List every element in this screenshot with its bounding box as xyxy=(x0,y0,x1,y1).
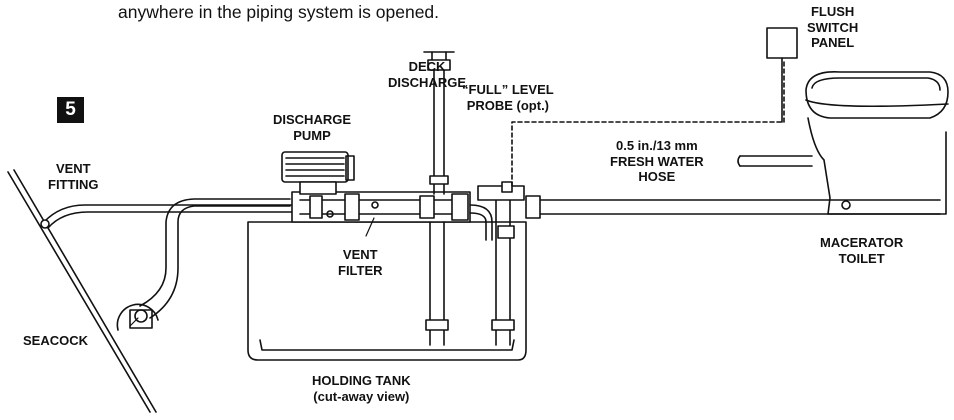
full-level-probe xyxy=(469,59,785,241)
label-deck-discharge: DECK DISCHARGE xyxy=(388,59,467,90)
label-full-level-probe: “FULL” LEVEL PROBE (opt.) xyxy=(462,82,554,113)
discharge-pump xyxy=(281,151,355,195)
seacock-assembly xyxy=(116,198,291,331)
label-vent-fitting: VENT FITTING xyxy=(48,161,99,192)
deck-discharge-pipe xyxy=(423,51,455,195)
vent-hose xyxy=(40,204,296,229)
intro-text: anywhere in the piping system is opened. xyxy=(118,2,440,22)
tank-dip-tubes xyxy=(425,199,515,346)
hull-line xyxy=(7,169,157,413)
macerator-toilet xyxy=(805,71,949,215)
step-number-badge: 5 xyxy=(57,97,84,123)
label-fresh-water-hose: 0.5 in./13 mm FRESH WATER HOSE xyxy=(610,138,704,184)
label-seacock: SEACOCK xyxy=(23,333,89,348)
label-discharge-pump: DISCHARGE PUMP xyxy=(273,112,352,143)
fresh-water-hose xyxy=(737,155,813,167)
flush-switch-panel xyxy=(766,27,798,123)
leader-lines xyxy=(129,217,375,327)
manifold-pipe xyxy=(291,191,471,223)
label-vent-filter: VENT FILTER xyxy=(338,247,383,278)
label-holding-tank: HOLDING TANK (cut-away view) xyxy=(312,373,411,404)
label-macerator-toilet: MACERATOR TOILET xyxy=(820,235,904,266)
label-flush-switch-panel: FLUSH SWITCH PANEL xyxy=(807,4,859,50)
holding-tank xyxy=(247,221,527,361)
